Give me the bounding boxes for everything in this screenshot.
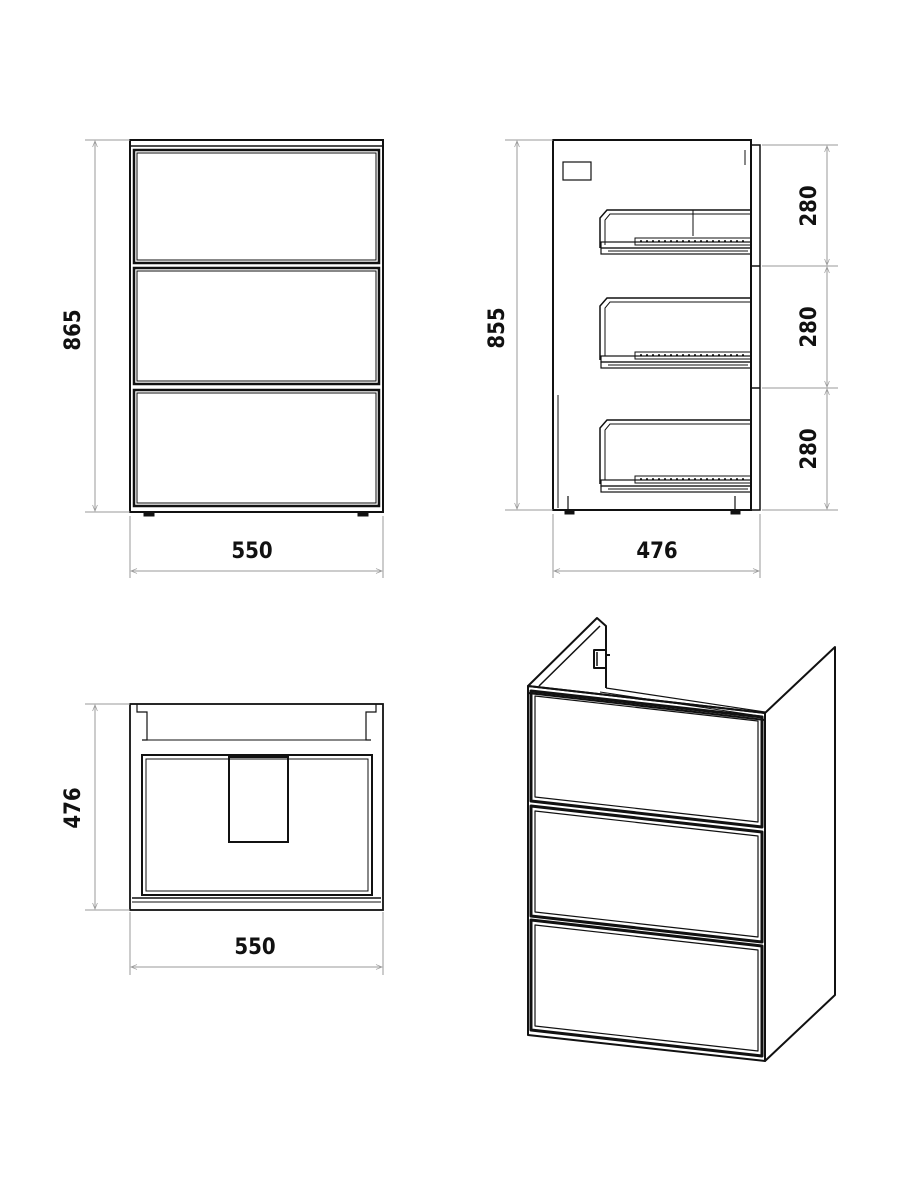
front-drawer-2-inner xyxy=(136,270,377,382)
drawer-2-height-label: 280 xyxy=(797,306,822,347)
front-width-label: 550 xyxy=(231,539,272,564)
front-drawer-2 xyxy=(132,266,381,386)
front-dimensions xyxy=(85,139,384,578)
iso-front-frame xyxy=(527,685,766,1062)
side-siphon-cutout xyxy=(562,161,592,181)
top-cabinet-outline xyxy=(129,703,384,911)
drawer-1-height-label: 280 xyxy=(797,185,822,226)
isometric-view xyxy=(527,617,836,1062)
side-height-label: 855 xyxy=(485,307,510,348)
iso-drawer-1 xyxy=(529,689,764,829)
front-drawer-1-inner xyxy=(136,152,377,261)
side-depth-label: 476 xyxy=(636,539,677,564)
top-siphon-cutout xyxy=(228,756,289,843)
side-drawer-box-2 xyxy=(599,297,752,369)
front-drawer-1 xyxy=(132,148,381,265)
top-drawer-box xyxy=(141,754,373,896)
side-cabinet-outline xyxy=(552,139,752,511)
front-cabinet-outline xyxy=(129,139,384,513)
iso-side-panel xyxy=(764,646,836,1062)
front-right-foot xyxy=(357,511,369,517)
side-view xyxy=(552,139,761,515)
top-dimensions xyxy=(85,703,384,975)
side-dimensions xyxy=(505,139,838,578)
front-left-foot xyxy=(143,511,155,517)
front-drawer-3 xyxy=(132,388,381,508)
side-drawer-box-1 xyxy=(599,209,752,255)
side-right-foot xyxy=(730,509,741,515)
side-drawer-fronts xyxy=(750,144,761,511)
top-view xyxy=(129,703,384,911)
iso-drawer-3 xyxy=(529,918,764,1058)
side-left-foot xyxy=(564,509,575,515)
side-drawer-box-3 xyxy=(599,419,752,493)
top-depth-label: 476 xyxy=(61,787,86,828)
front-height-label: 865 xyxy=(61,309,86,350)
iso-drawer-2 xyxy=(529,804,764,944)
front-view xyxy=(129,139,384,517)
iso-wall-bracket xyxy=(593,649,610,669)
drawer-3-height-label: 280 xyxy=(797,428,822,469)
front-drawer-3-inner xyxy=(136,392,377,504)
top-width-label: 550 xyxy=(234,935,275,960)
